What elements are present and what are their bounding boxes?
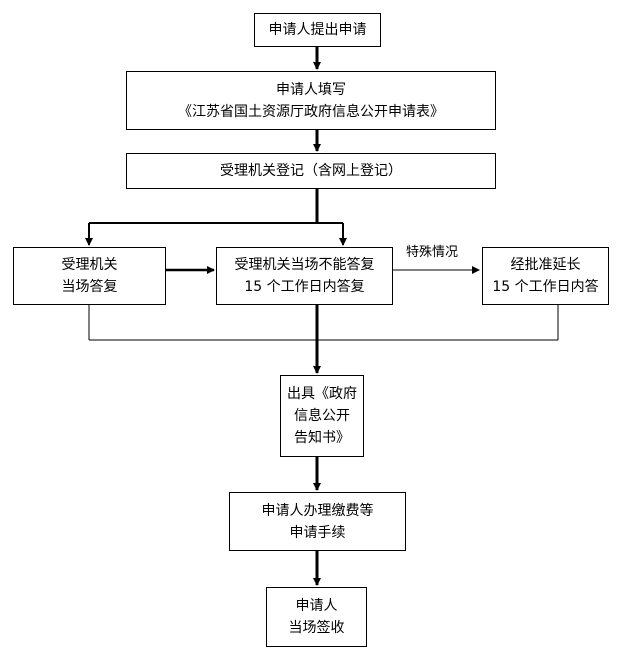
node-apply-line-1: 申请人提出申请	[268, 22, 367, 38]
node-issue-notice-line-2: 信息公开	[294, 408, 350, 424]
node-fill-form-line-1: 申请人填写	[276, 81, 346, 98]
node-issue-notice-line-3: 告知书》	[294, 430, 350, 446]
node-issue-notice: 出具《政府 信息公开 告知书》	[280, 375, 364, 457]
node-sign-receipt-line-2: 当场签收	[288, 620, 345, 636]
label-special-case: 特殊情况	[406, 245, 459, 260]
node-pay-fees-line-1: 申请人办理缴费等	[261, 502, 374, 519]
node-apply: 申请人提出申请	[254, 13, 381, 47]
node-fill-form: 申请人填写 《江苏省国土资源厅政府信息公开申请表》	[126, 71, 496, 130]
node-extend-line-2: 15 个工作日内答	[492, 279, 599, 295]
node-reply-on-spot-line-1: 受理机关	[61, 257, 118, 273]
node-sign-receipt-line-1: 申请人	[295, 598, 338, 614]
node-reply-on-spot-line-2: 当场答复	[61, 279, 118, 295]
node-register-line-1: 受理机关登记（含网上登记）	[220, 163, 402, 179]
node-pay-fees-line-2: 申请手续	[289, 524, 346, 541]
node-pay-fees: 申请人办理缴费等 申请手续	[229, 492, 406, 551]
node-register: 受理机关登记（含网上登记）	[126, 153, 496, 189]
node-cannot-reply: 受理机关当场不能答复 15 个工作日内答复	[216, 247, 393, 305]
node-issue-notice-line-1: 出具《政府	[287, 386, 357, 402]
node-extend-line-1: 经批准延长	[510, 257, 581, 273]
node-reply-on-spot: 受理机关 当场答复	[13, 247, 166, 305]
node-cannot-reply-line-1: 受理机关当场不能答复	[234, 257, 375, 273]
node-cannot-reply-line-2: 15 个工作日内答复	[244, 279, 365, 295]
node-sign-receipt: 申请人 当场签收	[266, 587, 367, 647]
node-extend: 经批准延长 15 个工作日内答	[482, 247, 609, 305]
node-fill-form-line-2: 《江苏省国土资源厅政府信息公开申请表》	[178, 103, 444, 120]
